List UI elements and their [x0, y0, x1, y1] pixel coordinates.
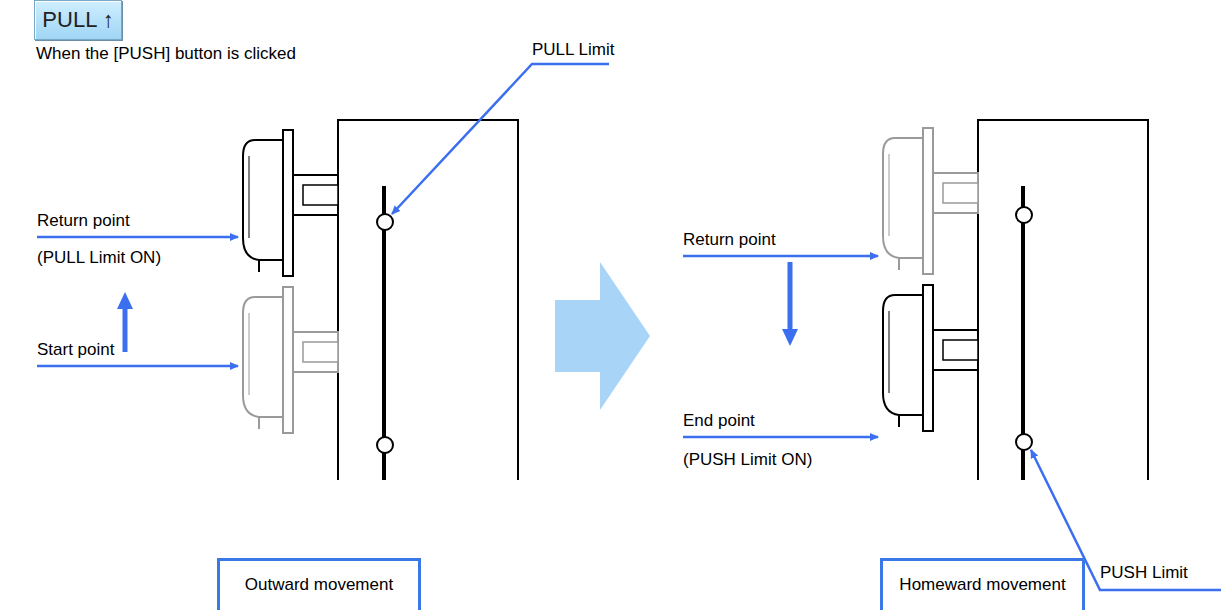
transition-arrow	[555, 262, 650, 410]
panel	[978, 120, 1148, 480]
state-label: (PULL Limit ON)	[37, 248, 161, 268]
gripper-ghost	[243, 287, 338, 433]
position-label: End point	[683, 411, 755, 431]
caption-box: Homeward movement	[880, 558, 1085, 610]
caption-box: Outward movement	[217, 558, 421, 610]
motion-arrows	[125, 262, 790, 352]
box-text: PULL ↑	[42, 7, 113, 33]
box-text: Homeward movement	[899, 575, 1065, 594]
state-label: (PUSH Limit ON)	[683, 450, 812, 470]
box-text: Outward movement	[245, 575, 393, 594]
position-label: Return point	[37, 211, 130, 231]
position-label: Start point	[37, 340, 115, 360]
gripper	[883, 285, 978, 431]
push-button: PULL ↑	[34, 0, 122, 40]
limit-label: PUSH Limit	[1100, 563, 1188, 583]
gripper	[243, 130, 338, 276]
limit-label: PULL Limit	[532, 40, 615, 60]
position-label: Return point	[683, 230, 776, 250]
leader-lines	[37, 64, 1221, 590]
note: When the [PUSH] button is clicked	[36, 44, 296, 64]
gripper-ghost	[883, 128, 978, 274]
